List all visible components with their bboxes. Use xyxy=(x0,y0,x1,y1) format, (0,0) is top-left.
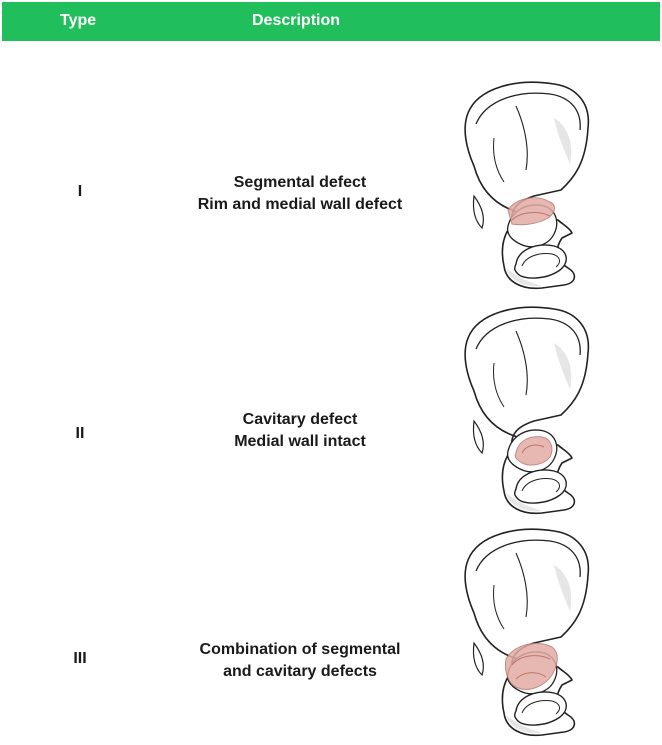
description-line: Segmental defect xyxy=(233,174,367,191)
type-label: II xyxy=(75,425,85,442)
description-line: Cavitary defect xyxy=(242,411,358,428)
description-text: Combination of segmental and cavitary de… xyxy=(150,639,450,683)
description-line: Rim and medial wall defect xyxy=(197,196,403,213)
table-row: III Combination of segmental and cavitar… xyxy=(0,525,662,745)
description-line: Medial wall intact xyxy=(234,433,366,450)
table-header: Type Description xyxy=(2,2,660,41)
description-column-header: Description xyxy=(252,12,341,29)
pelvis-segmental-defect-icon xyxy=(464,81,590,290)
table-row: I Segmental defect Rim and medial wall d… xyxy=(0,78,662,298)
type-label: III xyxy=(73,650,87,667)
type-column-header: Type xyxy=(60,12,97,29)
table-row: II Cavitary defect Medial wall intact xyxy=(0,303,662,523)
description-text: Segmental defect Rim and medial wall def… xyxy=(150,172,450,216)
description-line: Combination of segmental xyxy=(199,641,401,658)
pelvis-combined-defect-icon xyxy=(464,528,590,737)
description-line: and cavitary defects xyxy=(223,663,377,680)
pelvis-cavitary-defect-icon xyxy=(464,306,590,515)
description-text: Cavitary defect Medial wall intact xyxy=(150,409,450,453)
type-label: I xyxy=(77,183,83,200)
